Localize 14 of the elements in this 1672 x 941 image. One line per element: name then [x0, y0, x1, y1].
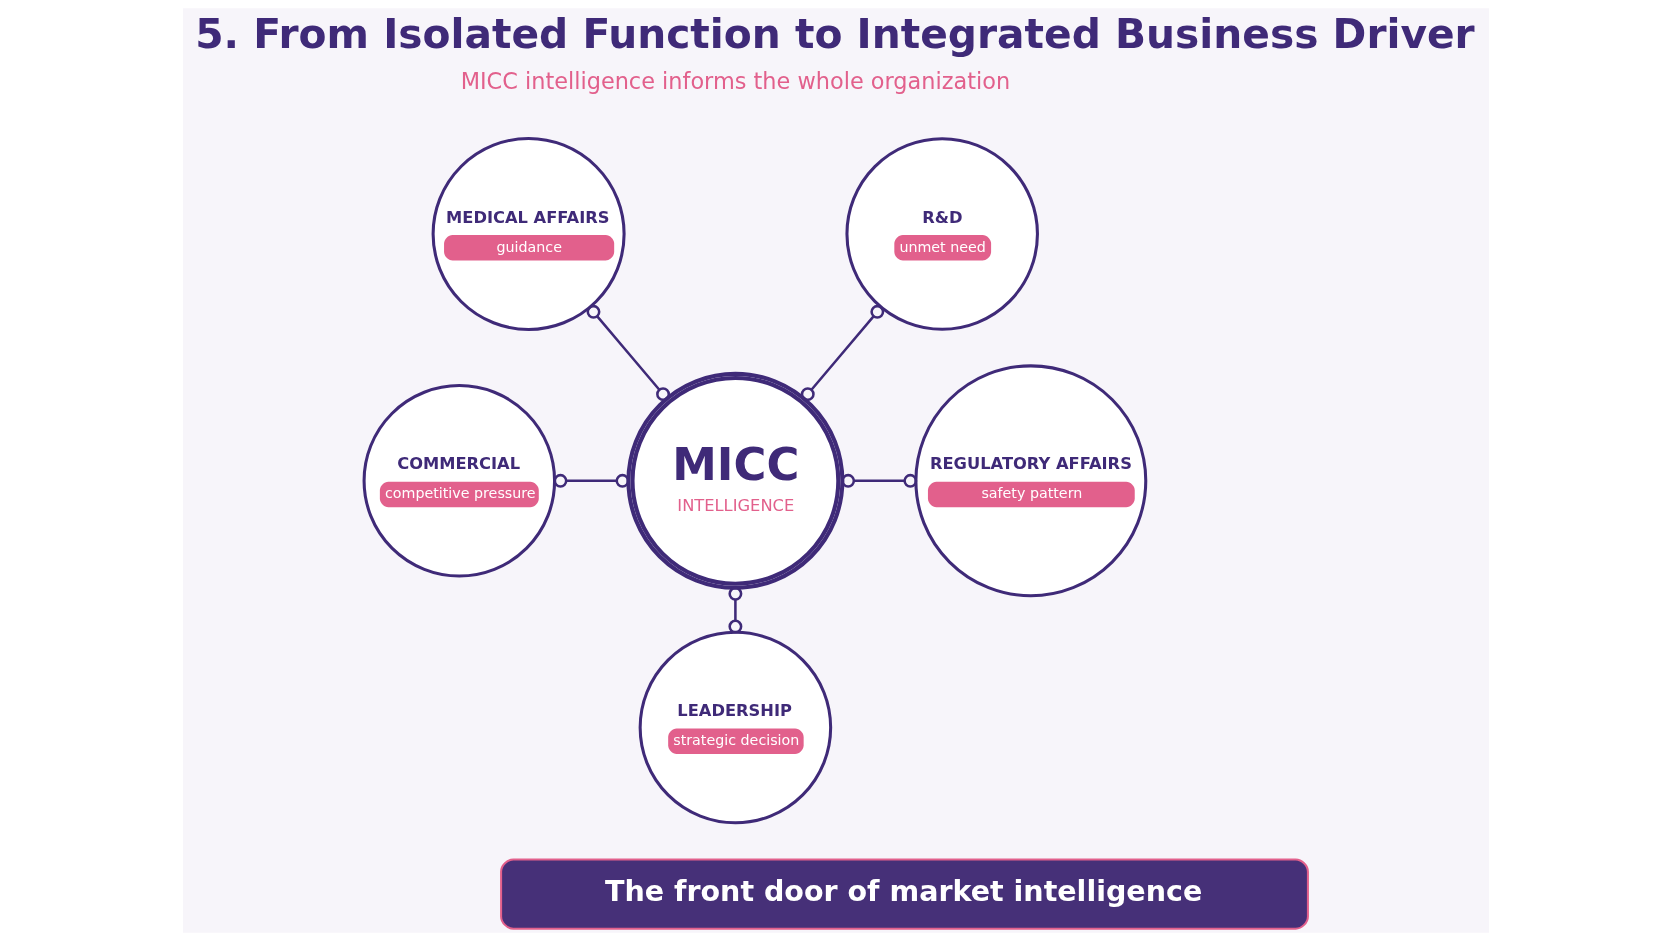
node-box: The front door of market intelligence: [500, 858, 1309, 930]
node-circle: R&D unmet need: [845, 137, 1039, 331]
node-circle: MICC INTELLIGENCE: [626, 371, 845, 590]
diagram-title: 5. From Isolated Function to Integrated Business Driver: [195, 9, 1475, 58]
node-circle: LEADERSHIP strategic decision: [638, 630, 833, 825]
label: MICC intelligence informs the whole organization: [460, 68, 1011, 95]
connector: [800, 304, 885, 402]
connector: [728, 586, 743, 634]
connector: [586, 304, 671, 402]
node-circle: REGULATORY AFFAIRS safety pattern: [914, 364, 1148, 598]
connector: [553, 473, 630, 488]
node-circle: MEDICAL AFFAIRS guidance: [431, 136, 626, 331]
node-circle: COMMERCIAL competitive pressure: [362, 384, 557, 578]
connector: [841, 473, 918, 488]
